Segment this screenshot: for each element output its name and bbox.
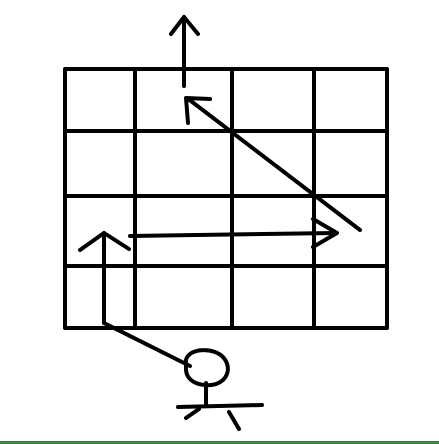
top-exit-arrow-head (169, 15, 200, 36)
right-arrow-head (311, 217, 339, 249)
path-segment-to-grid (102, 321, 192, 368)
up-arrow-head (78, 231, 131, 252)
grid-outer-border (63, 67, 389, 330)
bottom-accent-strip (0, 441, 439, 444)
up-arrow-icon (78, 231, 131, 325)
figure-arms (176, 403, 264, 409)
figure-leg-right (227, 410, 241, 431)
diagonal-up-left-arrow-icon (184, 96, 362, 232)
grid (63, 67, 389, 330)
diagonal-arrow-shaft (185, 96, 362, 232)
figure-start-icon (176, 348, 264, 431)
top-exit-up-arrow-icon (169, 15, 200, 88)
figure-head (183, 348, 230, 388)
right-arrow-icon (128, 217, 339, 249)
diagonal-arrow-head (184, 96, 212, 125)
figure-leg-left (184, 407, 201, 420)
right-arrow-shaft (128, 231, 337, 238)
